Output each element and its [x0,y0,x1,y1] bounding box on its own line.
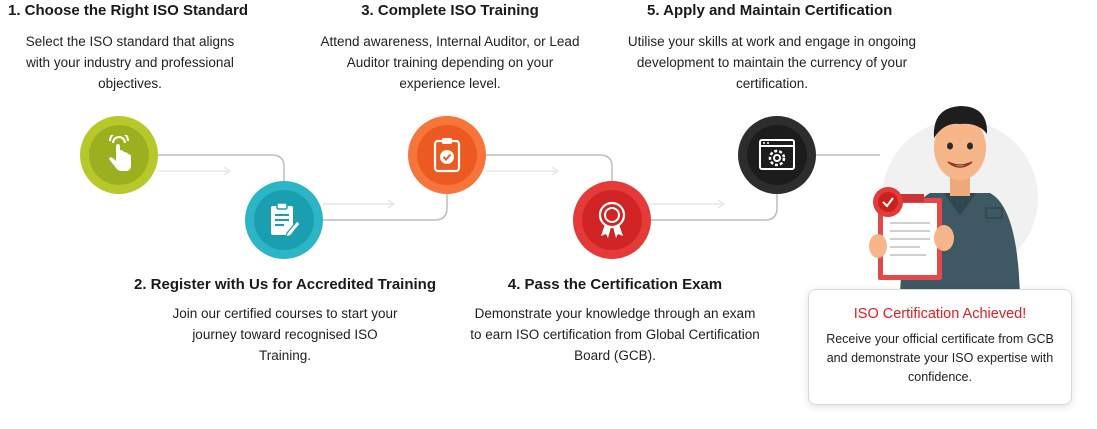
step-3-title: 3. Complete ISO Training [361,2,539,19]
step-5-description: Utilise your skills at work and engage i… [627,34,917,91]
clipboard-check-icon [433,138,461,173]
step-3-description: Attend awareness, Internal Auditor, or L… [320,34,580,91]
clipboard-edit-icon [271,202,301,238]
step-5-circle [738,116,816,194]
step-5-title: 5. Apply and Maintain Certification [647,2,893,19]
step-3-block: 3. Complete ISO Training Attend awarenes… [315,2,585,94]
step-2-circle [245,181,323,259]
step-4-description: Demonstrate your knowledge through an ex… [470,306,760,363]
award-ribbon-icon [598,201,626,238]
step-5-block: 5. Apply and Maintain Certification Util… [625,2,935,94]
step-1-description: Select the ISO standard that aligns with… [25,34,235,91]
man-holding-certificate-illustration [869,106,1038,298]
step-1-title: 1. Choose the Right ISO Standard [8,2,249,19]
step-4-circle [573,181,651,259]
step-3-circle [408,116,486,194]
browser-gear-icon [759,139,795,170]
step-1-block: 1. Choose the Right ISO Standard Select … [0,2,260,94]
badge-title: ISO Certification Achieved! [853,306,1027,322]
certification-achieved-card: ISO Certification Achieved! Receive your… [808,289,1072,405]
badge-description: Receive your official certificate from G… [826,332,1054,384]
step-1-circle [80,116,158,194]
step-2-description: Join our certified courses to start your… [172,306,398,363]
step-4-title: 4. Pass the Certification Exam [507,276,723,293]
step-4-block: 4. Pass the Certification Exam Demonstra… [470,276,760,366]
step-2-title: 2. Register with Us for Accredited Train… [133,276,436,293]
step-2-block: 2. Register with Us for Accredited Train… [125,276,445,366]
hand-pointer-icon [109,135,131,171]
